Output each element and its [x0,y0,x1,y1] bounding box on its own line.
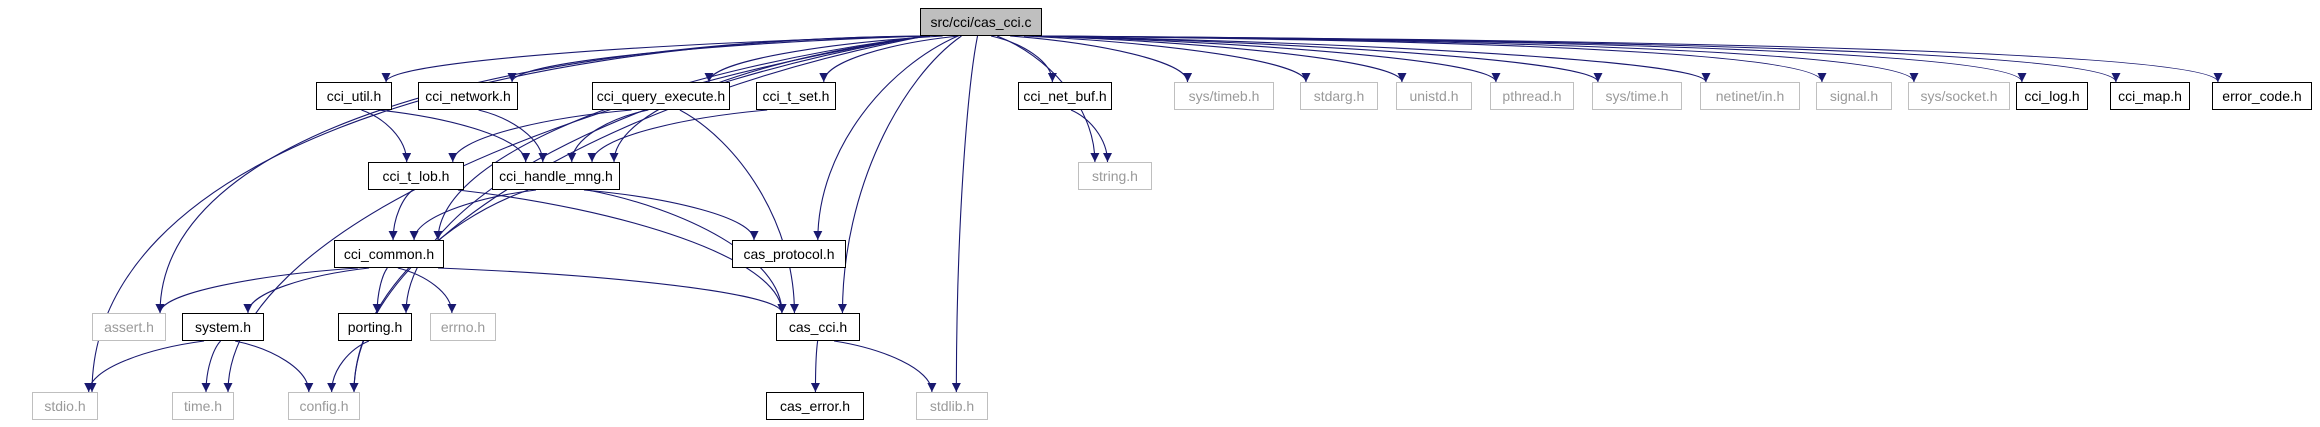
edge-root-to-netinet [1035,35,1711,83]
node-stdarg-h: stdarg.h [1300,82,1378,110]
node-cas-protocol-h[interactable]: cas_protocol.h [732,240,846,268]
edge-root-to-cci_t_set [819,35,959,83]
edge-root-to-sys_timeb [1010,35,1193,83]
edge-cci_net_buf-to-string [1070,109,1112,163]
edge-root-to-cci_common [433,35,927,241]
edge-cci_common-to-system [243,267,370,314]
node-netinet-in-h: netinet/in.h [1700,82,1800,110]
edge-system-to-stdio [84,340,205,393]
edge-cci_t_lob-to-cci_common [388,189,414,241]
node-cci-map-h[interactable]: cci_map.h [2110,82,2190,110]
edge-system-to-config [235,340,314,393]
edge-root-to-stdio [87,35,927,393]
edge-root-to-signal [1035,35,1827,83]
node-unistd-h: unistd.h [1396,82,1472,110]
edge-cci_handle-to-cci_common [409,189,537,241]
node-cci-query-execute-h[interactable]: cci_query_execute.h [592,82,730,110]
node-sys-socket-h: sys/socket.h [1908,82,2010,110]
edge-cci_handle-to-cas_cci [587,189,787,314]
node-time-h: time.h [172,392,234,420]
node-root-cas-cci-c[interactable]: src/cci/cas_cci.c [920,8,1042,36]
edge-cci_handle-to-cas_protocol [583,189,759,241]
node-cci-handle-mng-h[interactable]: cci_handle_mng.h [492,162,620,190]
edge-root-to-stdlib [951,35,979,393]
edge-porting-to-config [327,340,370,393]
edge-root-to-cci_net_buf [990,35,1057,83]
edge-cci_util-to-cci_t_lob [361,109,412,163]
edge-root-to-unistd [1035,35,1407,83]
edge-cas_cci-to-stdlib [833,340,937,393]
node-signal-h: signal.h [1816,82,1892,110]
edge-root-to-cci_util [381,35,927,83]
node-pthread-h: pthread.h [1490,82,1574,110]
edge-root-to-cas_protocol [813,35,959,241]
node-cas-error-h[interactable]: cas_error.h [766,392,864,420]
edge-cci_t_set-to-cci_handle [587,109,768,163]
edge-cci_t_lob-to-cas_cci [457,189,787,314]
edge-cci_common-to-errno [397,267,457,314]
node-error-code-h[interactable]: error_code.h [2212,82,2312,110]
node-stdlib-h: stdlib.h [916,392,988,420]
edge-cci_common-to-porting [372,267,388,314]
node-cci-t-set-h[interactable]: cci_t_set.h [756,82,836,110]
node-cas-cci-h[interactable]: cas_cci.h [776,313,860,341]
node-assert-h: assert.h [92,313,166,341]
edge-root-to-sys_time [1035,35,1603,83]
edge-cci_query-to-cci_handle [567,109,649,163]
node-stdio-h: stdio.h [32,392,98,420]
node-sys-time-h: sys/time.h [1592,82,1682,110]
edge-cci_network-to-cci_handle [478,109,548,163]
edge-cci_query-to-cci_t_lob [448,109,632,163]
node-porting-h[interactable]: porting.h [338,313,412,341]
edge-root-to-pthread [1035,35,1501,83]
edge-root-to-error_code [1035,35,2223,83]
edge-cci_query-to-cas_cci [679,109,799,314]
edge-root-to-cas_cci [837,35,962,314]
node-string-h: string.h [1078,162,1152,190]
node-cci-net-buf-h[interactable]: cci_net_buf.h [1018,82,1112,110]
node-cci-common-h[interactable]: cci_common.h [334,240,444,268]
edge-cci_common-to-assert [155,267,358,314]
edge-system-to-time [201,340,222,393]
edge-root-to-stdarg [1023,35,1311,83]
node-sys-timeb-h: sys/timeb.h [1174,82,1274,110]
node-cci-util-h[interactable]: cci_util.h [316,82,392,110]
node-config-h: config.h [288,392,360,420]
edge-cci_util-to-cci_handle [378,109,531,163]
edge-cas_cci-to-cas_error [810,340,820,393]
edge-root-to-porting [401,35,927,314]
node-cci-network-h[interactable]: cci_network.h [418,82,518,110]
node-cci-log-h[interactable]: cci_log.h [2016,82,2088,110]
node-system-h[interactable]: system.h [182,313,264,341]
node-errno-h: errno.h [430,313,496,341]
edge-cci_common-to-cas_cci [437,267,787,314]
edge-cci_handle-to-config [349,189,529,393]
node-cci-t-lob-h[interactable]: cci_t_lob.h [368,162,464,190]
